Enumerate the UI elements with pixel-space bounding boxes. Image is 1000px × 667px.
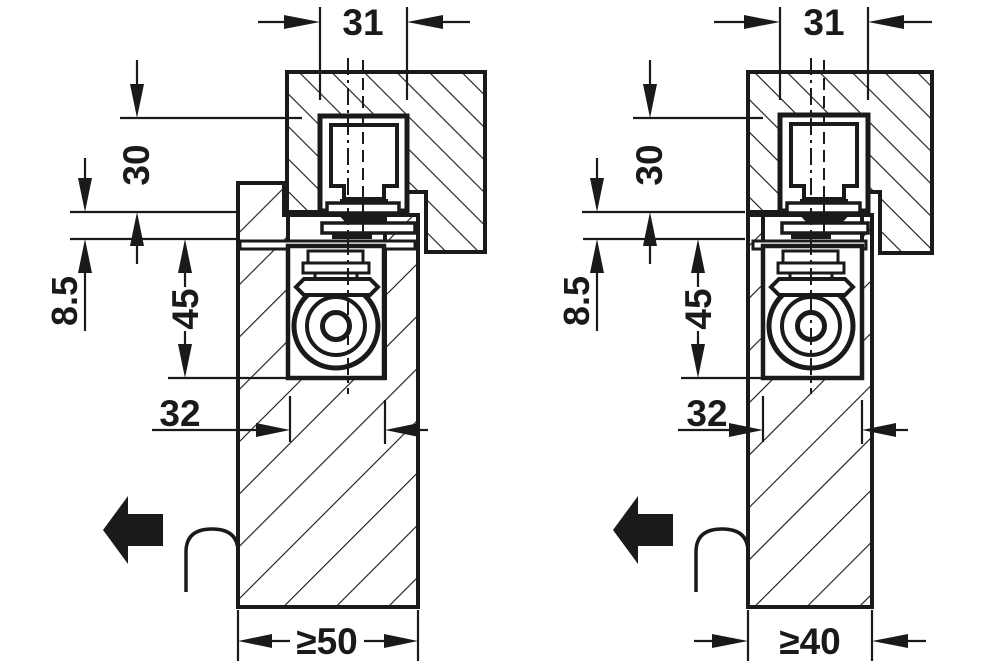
arrowhead (729, 423, 763, 437)
dim-body-width-left: 32 (159, 393, 200, 434)
arm-bar-right (791, 233, 831, 239)
dim-body-width-right: 32 (686, 393, 727, 434)
arrowhead (744, 15, 780, 29)
dim-body-width-right-lines (678, 396, 908, 444)
arrowhead (385, 423, 419, 437)
arrowhead (130, 212, 144, 246)
dim-body-height-left-lines (168, 273, 292, 380)
arrowhead (78, 239, 92, 273)
arrowhead (691, 239, 705, 273)
dim-spindle-offset-right: 8.5 (556, 276, 597, 326)
opening-direction-arrow-left (103, 496, 163, 564)
dim-body-height-right: 45 (678, 288, 719, 329)
arrowhead (862, 423, 896, 437)
arrowhead (178, 239, 192, 273)
arrowhead (590, 239, 604, 273)
dim-head-height-right: 30 (629, 144, 670, 185)
cam-bell-left (293, 277, 381, 297)
arrowhead (691, 344, 705, 378)
arrowhead (407, 15, 443, 29)
dim-track-width-right-lines (714, 7, 932, 100)
arm-bar-left (332, 233, 372, 239)
arrowhead (130, 84, 144, 118)
arrowhead (238, 634, 272, 648)
dim-track-width-left-lines (258, 7, 470, 100)
left-view: 31 30 8.5 (44, 2, 487, 662)
dim-track-width-right: 31 (803, 2, 844, 43)
dim-body-height-right-lines (681, 273, 767, 380)
dim-door-thickness-left: ≥50 (296, 621, 357, 662)
dim-head-height-left-lines (70, 60, 302, 264)
arm-hub-left (337, 213, 390, 223)
dim-door-thickness-right: ≥40 (779, 621, 840, 662)
opening-direction-arrow-right (613, 496, 673, 564)
dim-head-height-right-lines (582, 60, 763, 264)
dim-door-thickness-left-lines (236, 610, 420, 661)
arrowhead (256, 423, 290, 437)
cam-bell-right (768, 277, 856, 297)
dim-track-width-left: 31 (342, 2, 383, 43)
arrowhead (178, 344, 192, 378)
dimensions-left: 31 30 8.5 (44, 2, 470, 662)
arrowhead (284, 15, 320, 29)
arrowhead (712, 634, 748, 648)
dim-head-height-left: 30 (116, 144, 157, 185)
piston-1-left (306, 249, 365, 265)
door-handle-left (184, 527, 240, 592)
dimensions-right: 31 30 8.5 (556, 2, 932, 662)
dim-door-thickness-right-lines (694, 610, 926, 661)
arrowhead (643, 84, 657, 118)
dim-spindle-offset-left: 8.5 (44, 276, 85, 326)
dim-body-height-left: 45 (165, 288, 206, 329)
arrowhead (78, 178, 92, 212)
door-handle-right (694, 527, 750, 592)
arrowhead (872, 634, 908, 648)
right-view: 31 30 8.5 (556, 2, 934, 662)
dim-spindle-offset-right-lines (583, 158, 745, 331)
dim-body-width-left-lines (152, 396, 428, 444)
arrowhead (384, 634, 418, 648)
dim-spindle-offset-left-lines (70, 158, 237, 331)
arrowhead (643, 212, 657, 246)
arm-plate-left (320, 221, 417, 235)
arrowhead (868, 15, 904, 29)
arrowhead (590, 178, 604, 212)
pinion-axis-circle-left (320, 310, 352, 342)
